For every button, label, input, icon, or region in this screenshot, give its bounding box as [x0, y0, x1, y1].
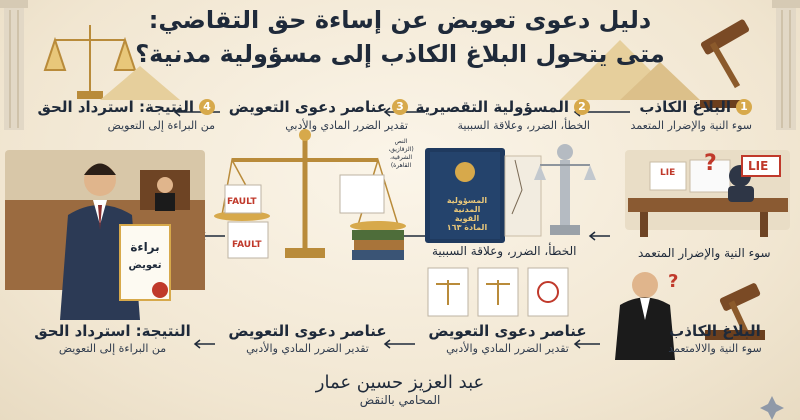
step-number-badge: 3: [392, 99, 408, 115]
svg-text:?: ?: [704, 151, 717, 176]
step-subheading: تقدير الضرر المادي والأدبي: [285, 119, 408, 132]
justice-statue-icon: [534, 144, 596, 235]
book-article-text: المادة ١٦٣: [446, 223, 488, 232]
bottom-caption-outcome: النتيجة: استرداد الحق من البراءة إلى الت…: [30, 322, 195, 355]
left-pillar-icon: [0, 0, 28, 130]
step-heading: البلاغ الكاذب: [639, 98, 731, 116]
step-heading: المسؤولية التقصيرية: [415, 98, 569, 116]
author-role: المحامي بالنقض: [359, 393, 441, 407]
bottom-caption-sub: تقدير الضرر المادي والأدبي: [446, 342, 569, 355]
step-number-badge: 4: [199, 99, 215, 115]
step-heading: النتيجة: استرداد الحق: [37, 98, 194, 116]
step-2-tort-liability: 2 المسؤولية التقصيرية الخطأ، الضرر، وعلاق…: [415, 98, 590, 132]
bottom-caption-heading: البلاغ الكاذب: [669, 322, 761, 340]
fault-stamp-text-2: FAULT: [232, 240, 262, 250]
certificate-sub-text: تعويض: [128, 260, 162, 271]
step-3-compensation-elements: 3 عناصر دعوى التعويض تقدير الضرر المادي و…: [229, 98, 408, 132]
step-1-false-report: 1 البلاغ الكاذب سوء النية والإضرار المتعم…: [631, 98, 752, 132]
step-number-badge: 2: [574, 99, 590, 115]
gavel-bottom-right-icon: [705, 283, 765, 340]
location-note-text: النص (الزقازيق، الشرقية، القاهرة): [388, 138, 414, 169]
sparkle-icon: [760, 396, 784, 420]
bottom-caption-heading: عناصر دعوى التعويض: [228, 322, 387, 340]
step-subheading: الخطأ، الضرر، وعلاقة السببية: [457, 119, 590, 132]
bottom-caption-sub: من البراءة إلى التعويض: [58, 342, 167, 355]
fault-stamp-text: FAULT: [227, 197, 257, 207]
man-holding-certificate-illustration: [60, 163, 171, 320]
liability-elements-caption: الخطأ، الضرر، وعلاقة السببية: [432, 244, 577, 258]
false-report-desk-illustration: ?: [625, 150, 790, 237]
book-title-text: المسؤولية المدنية: [446, 196, 488, 214]
right-pillar-icon: [772, 0, 800, 130]
svg-text:?: ?: [668, 271, 678, 292]
step-subheading: من البراءة إلى التعويض: [107, 119, 215, 132]
bottom-caption-false-report: البلاغ الكاذب سوء النية والالامتعمد: [640, 322, 790, 355]
step-heading: عناصر دعوى التعويض: [228, 98, 387, 116]
page-title-line-1: دليل دعوى تعويض عن إساءة حق التقاضي:: [148, 6, 652, 34]
author-block: عبد العزيز حسين عمار المحامي بالنقض: [250, 372, 550, 407]
step-subheading: سوء النية والإضرار المتعمد: [630, 119, 752, 132]
lie-stamp-text-2: LIE: [660, 168, 676, 178]
bottom-caption-heading: النتيجة: استرداد الحق: [34, 322, 191, 340]
author-name: عبد العزيز حسين عمار: [315, 372, 485, 393]
step-number-badge: 1: [736, 99, 752, 115]
pyramids-icon: [100, 40, 700, 100]
bottom-caption-sub: تقدير الضرر المادي والأدبي: [246, 342, 369, 355]
civil-liability-book-illustration: [425, 148, 542, 243]
step-4-outcome: 4 النتيجة: استرداد الحق من البراءة إلى ال…: [38, 98, 215, 132]
scale-top-left-icon: [43, 25, 137, 99]
book-sub-text: القوية: [454, 214, 480, 223]
bottom-caption-compensation-1: عناصر دعوى التعويض تقدير الضرر المادي وا…: [425, 322, 590, 355]
page-title-line-2: متى يتحول البلاغ الكاذب إلى مسؤولية مدني…: [135, 40, 665, 68]
false-report-caption: سوء النية والإضرار المتعمد: [638, 246, 771, 260]
bottom-caption-heading: عناصر دعوى التعويض: [428, 322, 587, 340]
gavel-top-right-icon: [700, 19, 750, 108]
certificate-title-text: براءة: [130, 240, 160, 254]
big-scale-illustration: [214, 129, 406, 260]
lawyer-illustration: ?: [615, 271, 678, 360]
lie-stamp-text: LIE: [748, 159, 769, 173]
document-row-illustration: [427, 267, 569, 317]
bottom-caption-sub: سوء النية والالامتعمد: [668, 342, 762, 355]
bottom-caption-compensation-2: عناصر دعوى التعويض تقدير الضرر المادي وا…: [225, 322, 390, 355]
